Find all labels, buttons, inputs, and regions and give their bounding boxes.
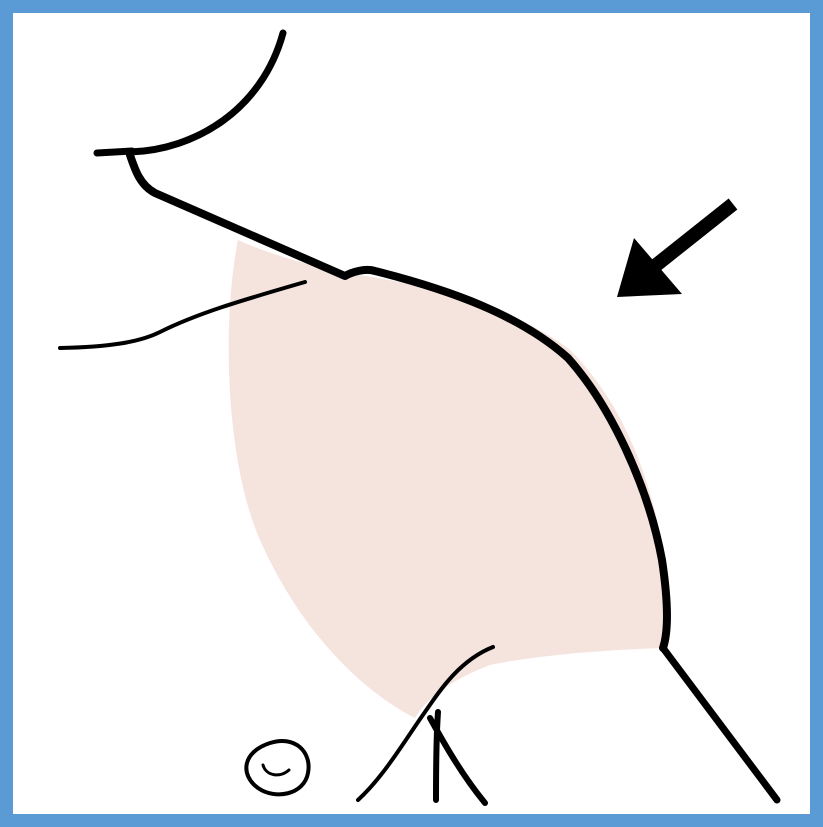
torso-fold-right [427, 715, 488, 806]
chest-line [58, 280, 307, 350]
arrow-pointer-icon [617, 198, 738, 297]
shoulder-highlight [228, 240, 669, 718]
smiley-icon [244, 739, 311, 797]
armpit-fold-line [356, 645, 495, 802]
torso-fold-left [433, 709, 441, 803]
jaw-base-outline [93, 147, 136, 157]
chin-outline [126, 29, 287, 156]
arm-lower-outline [659, 644, 781, 804]
neck-shoulder-outline [126, 151, 671, 652]
